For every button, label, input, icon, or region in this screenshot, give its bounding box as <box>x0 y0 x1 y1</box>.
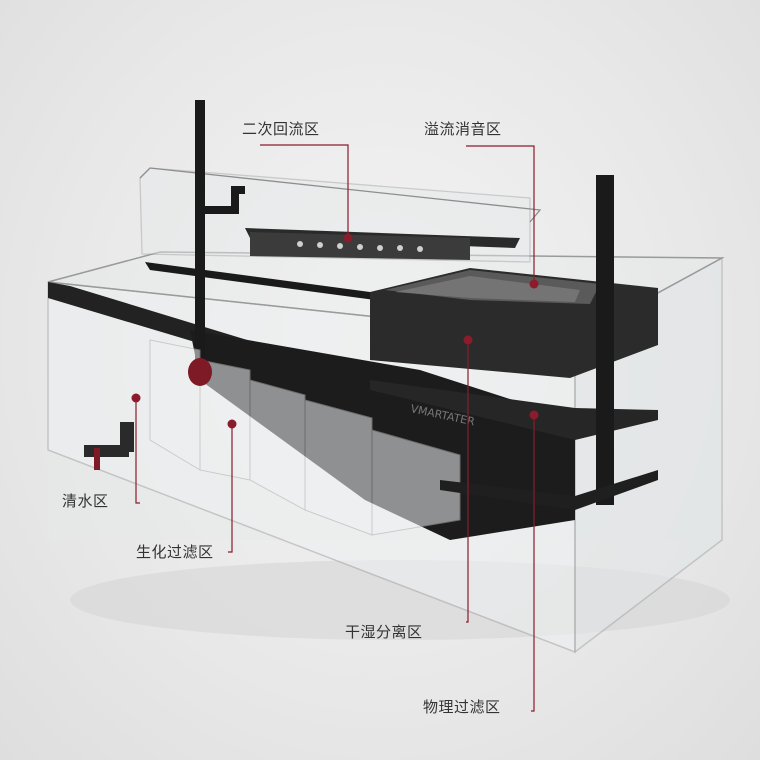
label-bio-filter-zone: 生化过滤区 <box>136 543 214 561</box>
outlet-fitting <box>84 422 134 470</box>
label-secondary-return-zone: 二次回流区 <box>242 120 320 138</box>
upper-tank-rim <box>139 167 542 223</box>
label-dry-wet-separation-zone: 干湿分离区 <box>345 623 423 641</box>
right-vertical-pipe <box>596 175 614 505</box>
callout-lines <box>135 144 535 712</box>
filter-mesh-grid <box>395 276 580 302</box>
front-base-bar <box>440 470 658 510</box>
pipe-elbow <box>205 186 245 214</box>
label-overflow-silencer-zone: 溢流消音区 <box>424 120 502 138</box>
lower-shelf <box>370 380 658 440</box>
label-physical-filter-zone: 物理过滤区 <box>423 698 501 716</box>
callout-dots <box>131 233 539 429</box>
glass-baffles <box>149 339 461 536</box>
red-pump <box>188 358 212 386</box>
label-clean-water-zone: 清水区 <box>62 492 109 510</box>
tray-holes <box>297 241 423 252</box>
left-vertical-pipe <box>195 100 205 380</box>
